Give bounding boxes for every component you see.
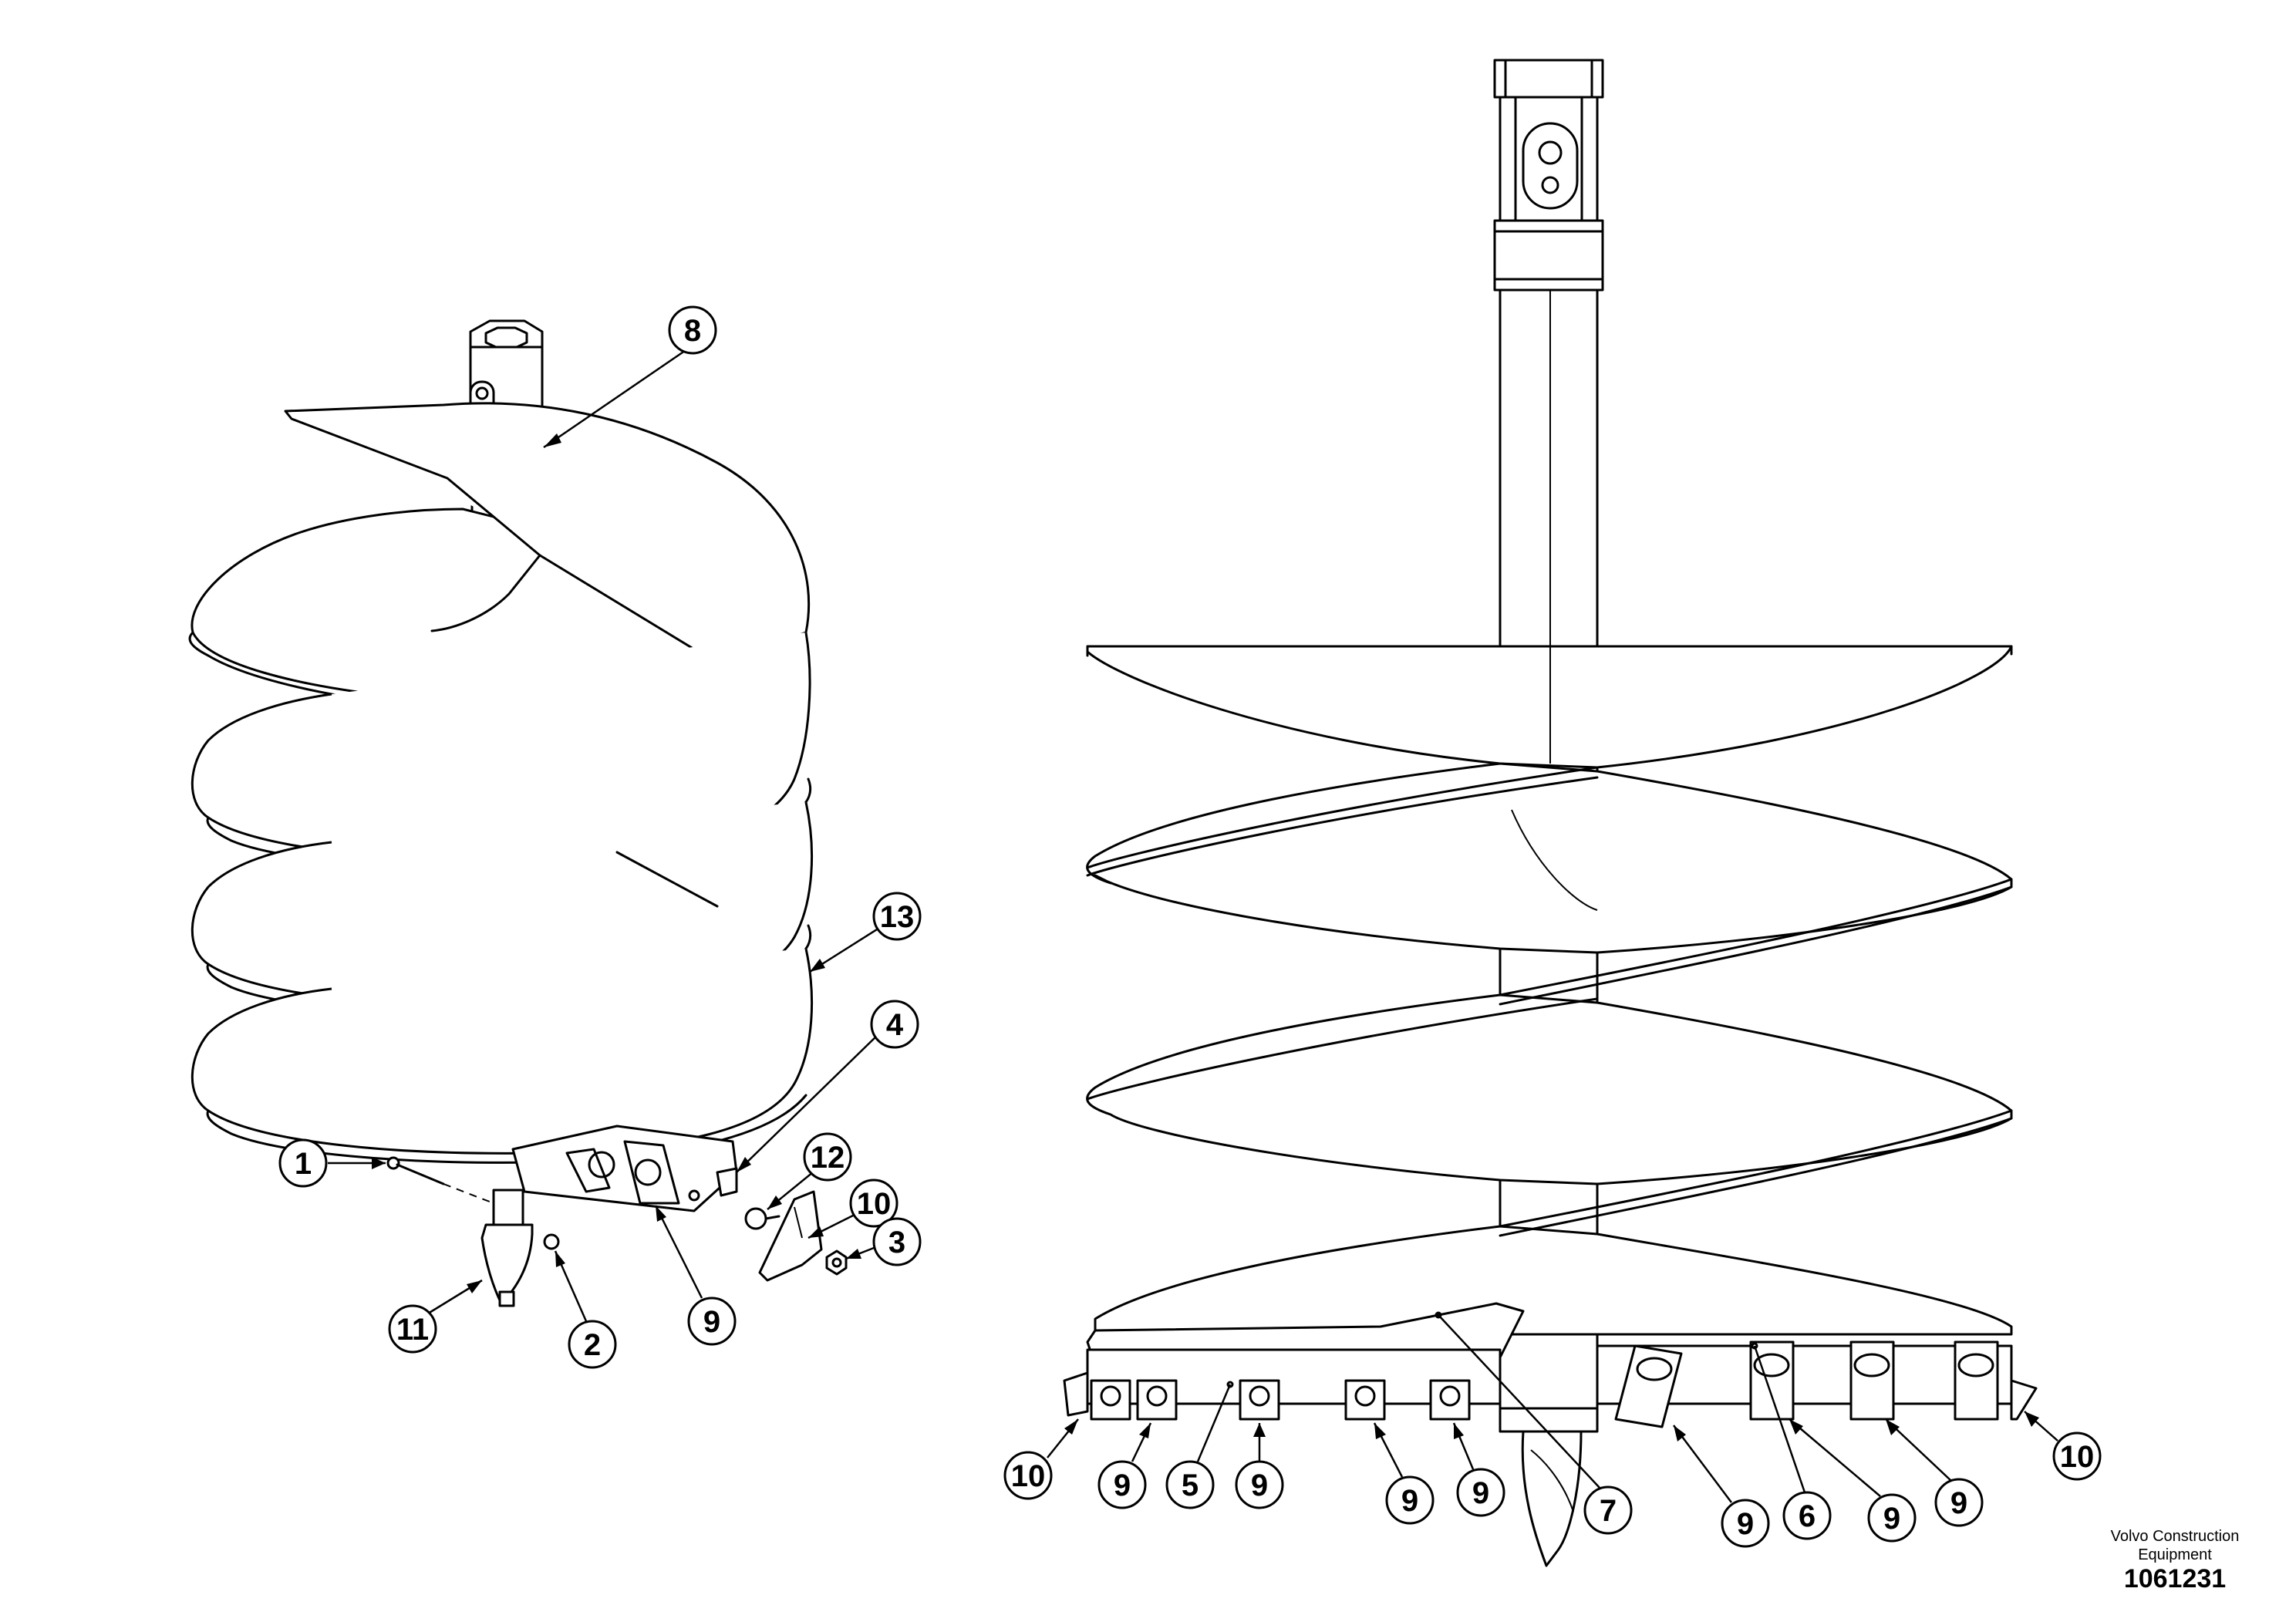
teeth-left-bar [1090,1379,1471,1421]
svg-text:4: 4 [886,1008,904,1042]
callout-left-13: 13 [809,892,922,973]
callout-left-2: 2 [554,1250,617,1369]
pin-center-line [443,1183,494,1204]
svg-text:8: 8 [684,314,701,348]
flight-bottom-left [190,948,814,1164]
hex-coupling-right [1493,59,1604,292]
svg-text:3: 3 [888,1226,905,1259]
svg-text:12: 12 [811,1141,845,1175]
callout-left-8: 8 [543,305,717,449]
callout-left-3: 3 [845,1217,922,1266]
callout-right-5: 5 [1165,1381,1234,1509]
drawing-number: 1061231 [2123,1564,2227,1593]
callout-left-9: 9 [654,1205,737,1346]
callout-right-9-f: 9 [1789,1418,1917,1543]
tooth-part-10 [758,1190,823,1282]
svg-text:9: 9 [1883,1502,1900,1536]
bolt-part-12 [744,1207,781,1230]
callout-left-10: 10 [807,1179,899,1239]
pilot-bit-right [1499,1407,1599,1567]
flight-3-right [1086,878,2013,1185]
svg-text:9: 9 [1114,1469,1131,1502]
callout-left-12: 12 [767,1132,852,1210]
callout-right-9-g: 9 [1885,1418,1984,1527]
callout-right-10-left: 10 [1003,1418,1079,1500]
svg-text:13: 13 [880,900,915,934]
callout-left-4: 4 [736,1000,919,1173]
flight-2-right [1086,762,2013,954]
callout-right-6: 6 [1751,1342,1832,1540]
svg-text:9: 9 [1737,1507,1754,1541]
svg-text:7: 7 [1600,1494,1617,1528]
auger-isometric-view [188,319,848,1307]
pilot-bit-part-11 [480,1189,534,1307]
callout-right-9-d: 9 [1452,1422,1505,1517]
pin-part-1 [386,1156,445,1185]
callout-right-9-a: 9 [1097,1422,1152,1509]
svg-text:5: 5 [1182,1469,1199,1502]
company-caption: Volvo Construction Equipment [2110,1528,2240,1563]
callout-right-9-e: 9 [1673,1425,1770,1548]
callout-right-9-b: 9 [1235,1423,1284,1509]
svg-text:11: 11 [396,1313,429,1347]
svg-text:10: 10 [857,1187,892,1221]
svg-text:9: 9 [1472,1476,1489,1510]
callout-right-9-c: 9 [1373,1422,1435,1525]
flight-4-right [1094,1109,2013,1336]
callouts: 8 13 4 1 12 10 [278,305,2102,1548]
svg-text:9: 9 [1950,1486,1967,1520]
svg-text:9: 9 [703,1305,720,1339]
nut-part-3 [825,1249,848,1276]
nut-part-2 [543,1233,560,1250]
shaft-twist-lines [1511,290,1598,911]
svg-text:6: 6 [1799,1499,1816,1533]
callout-left-11: 11 [388,1279,483,1354]
svg-text:10: 10 [1011,1459,1046,1493]
svg-text:9: 9 [1251,1469,1268,1502]
callout-left-1: 1 [278,1138,386,1188]
callout-right-10-right: 10 [2024,1411,2102,1481]
svg-text:10: 10 [2060,1440,2095,1474]
svg-text:1: 1 [295,1147,312,1181]
svg-text:2: 2 [584,1328,601,1362]
auger-front-view [1063,59,2038,1567]
teeth-right-bar [1614,1340,1999,1428]
svg-text:9: 9 [1401,1484,1418,1518]
callout-right-7: 7 [1435,1311,1633,1535]
cutter-bar-right [1063,1302,2038,1421]
